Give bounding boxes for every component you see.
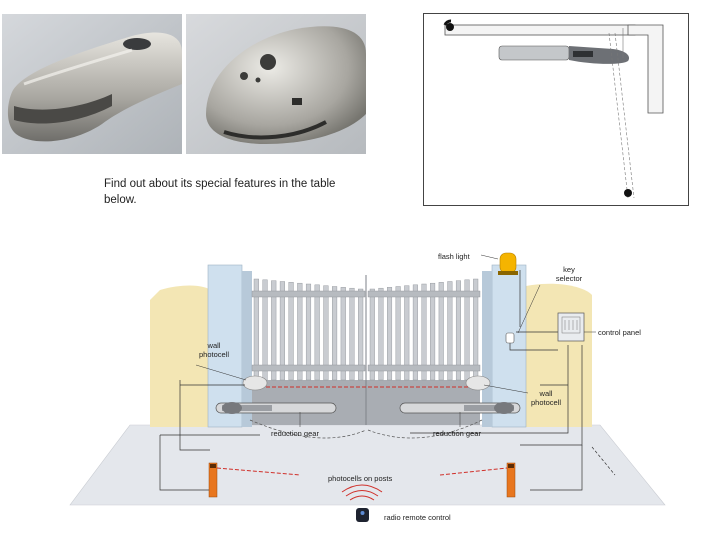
gate-installation-diagram [0, 215, 724, 536]
key-selector [506, 333, 514, 343]
wall-photocell-left-line2: photocell [194, 350, 234, 359]
operator-photo-side [2, 14, 182, 154]
control-panel [558, 313, 584, 341]
control-panel-label: control panel [598, 328, 641, 337]
left-wall-photocell [243, 376, 267, 390]
wall-photocell-right-line2: photocell [526, 398, 566, 407]
ground-area [70, 425, 665, 505]
wall-photocell-left-line1: wall [194, 341, 234, 350]
photocells-on-posts-label: photocells on posts [328, 474, 392, 483]
gate-top-view-diagram [423, 13, 689, 206]
left-reduction-gear [216, 402, 336, 414]
wall-photocell-right-line1: wall [526, 389, 566, 398]
left-photocell-post [209, 463, 217, 497]
wall-photocell-right-label: wall photocell [526, 389, 566, 407]
flash-light-label: flash light [438, 252, 470, 261]
operator-photo-front [186, 14, 366, 154]
key-selector-label-line2: selector [552, 274, 586, 283]
right-wall-photocell [466, 376, 490, 390]
flash-light [498, 253, 518, 275]
radio-remote-control-label: radio remote control [384, 513, 451, 522]
right-photocell-post [507, 463, 515, 497]
reduction-gear-left-label: reduction gear [271, 429, 319, 438]
wall-photocell-left-label: wall photocell [194, 341, 234, 359]
key-selector-label: key selector [552, 265, 586, 283]
intro-text: Find out about its special features in t… [104, 176, 364, 208]
key-selector-label-line1: key [552, 265, 586, 274]
reduction-gear-right-label: reduction gear [433, 429, 481, 438]
